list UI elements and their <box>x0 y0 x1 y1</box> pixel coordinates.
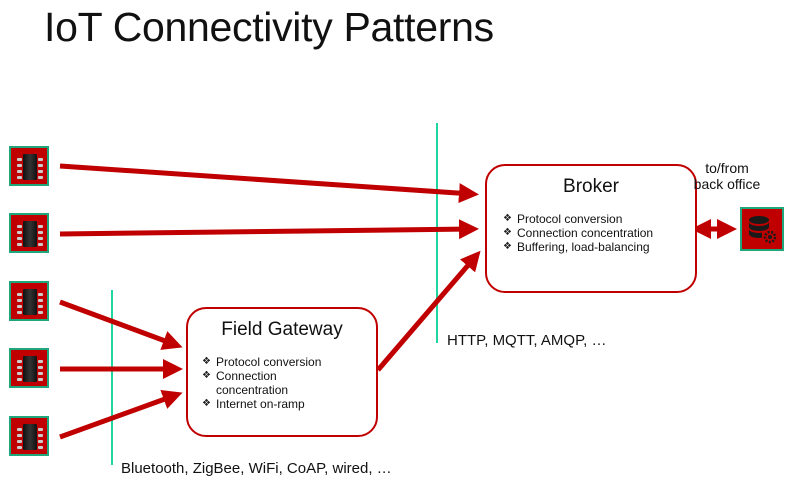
arrow-device5-gateway <box>59 390 183 440</box>
microchip-icon <box>23 289 37 315</box>
database-gear-icon <box>749 216 777 244</box>
back-office-server <box>740 207 784 251</box>
microchip-icon <box>23 221 37 247</box>
iot-device-2 <box>9 213 49 253</box>
microchip-icon <box>23 356 37 382</box>
back-office-label: to/from back office <box>682 160 772 192</box>
back-office-label-line2: back office <box>693 176 761 192</box>
iot-device-1 <box>9 146 49 186</box>
microchip-icon <box>23 154 37 180</box>
broker-features: Protocol conversion Connection concentra… <box>503 212 695 254</box>
microchip-icon <box>23 424 37 450</box>
field-gateway-title: Field Gateway <box>221 319 343 340</box>
arrow-gateway-broker <box>376 250 481 372</box>
page-title: IoT Connectivity Patterns <box>44 4 494 50</box>
field-gateway-box: Field Gateway Protocol conversion Connec… <box>186 307 378 437</box>
broker-feature: Protocol conversion <box>503 212 695 226</box>
iot-device-5 <box>9 416 49 456</box>
arrow-device2-broker <box>59 219 479 240</box>
arrow-device3-gateway <box>59 299 183 350</box>
iot-device-4 <box>9 348 49 388</box>
field-gateway-feature: Internet on-ramp <box>202 397 342 411</box>
broker-feature: Buffering, load-balancing <box>503 240 695 254</box>
field-gateway-feature: Connection concentration <box>202 369 342 397</box>
internet-protocols-label: HTTP, MQTT, AMQP, … <box>447 332 607 349</box>
local-protocols-label: Bluetooth, ZigBee, WiFi, CoAP, wired, … <box>121 460 392 477</box>
broker-box: Broker Protocol conversion Connection co… <box>485 164 697 293</box>
field-gateway-features: Protocol conversion Connection concentra… <box>202 355 342 411</box>
iot-device-3 <box>9 281 49 321</box>
back-office-label-line1: to/from <box>705 160 749 176</box>
broker-feature: Connection concentration <box>503 226 695 240</box>
field-gateway-feature: Protocol conversion <box>202 355 342 369</box>
arrow-device1-broker <box>59 163 479 204</box>
broker-title: Broker <box>563 176 619 197</box>
